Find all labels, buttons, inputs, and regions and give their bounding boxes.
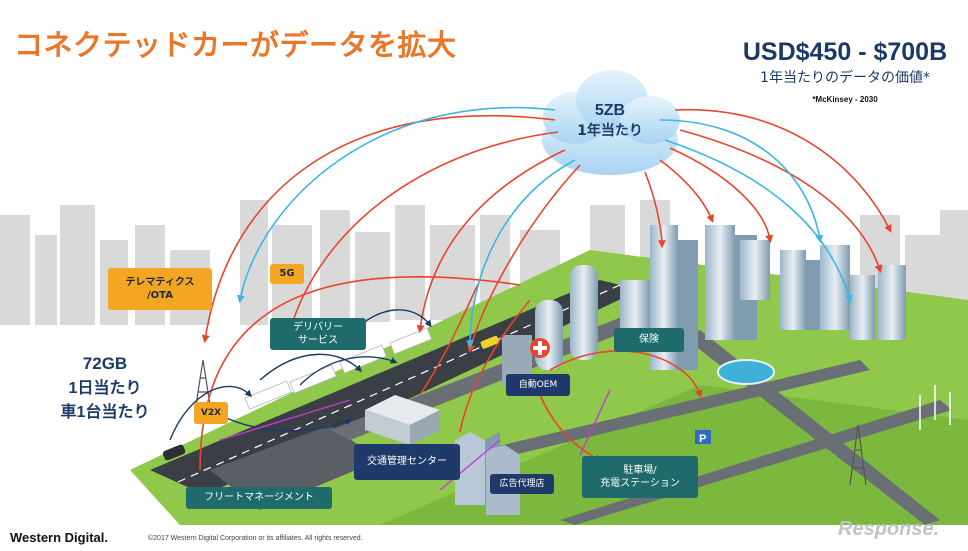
highway <box>150 280 640 495</box>
label-insurance: 保険 <box>614 328 684 352</box>
wind-turbines <box>919 385 951 430</box>
per-car-unit: 車1台当たり <box>60 404 150 421</box>
market-value-caption: 1年当たりのデータの価値* <box>760 70 930 86</box>
watermark: Response. <box>838 518 940 540</box>
company-logo: Western Digital. <box>10 530 109 545</box>
per-car-volume: 72GB <box>82 354 128 373</box>
cell-tower-right <box>849 424 867 486</box>
label-parking-charging: 駐車場/ 充電ステーション <box>582 456 698 498</box>
label-5g: 5G <box>270 264 304 284</box>
cloud-label: 5ZB 1年当たり <box>560 102 660 140</box>
footer <box>0 525 968 551</box>
label-delivery: デリバリー サービス <box>270 318 366 350</box>
label-fleet-management: フリートマネージメント <box>186 487 332 509</box>
label-auto-oem: 自動OEM <box>506 374 570 396</box>
truck-convoy <box>244 327 433 410</box>
parking-sign <box>695 430 711 444</box>
market-value-amount: USD$450 - $700B <box>742 38 948 66</box>
page-title: コネクテッドカーがデータを拡大 <box>14 28 457 62</box>
yellow-car <box>480 335 500 349</box>
per-car-stat: 72GB 1日当たり 車1台当たり <box>50 354 160 422</box>
data-flow-arrows-blue <box>237 106 853 349</box>
label-ad-agency: 広告代理店 <box>490 474 554 494</box>
label-v2x: V2X <box>194 402 228 424</box>
label-telematics: テレマティクス /OTA <box>108 268 212 310</box>
traffic-center-building <box>365 395 440 445</box>
cloud-data-volume: 5ZB <box>594 102 626 119</box>
connected-car <box>162 444 186 461</box>
data-flow-arrows-magenta <box>219 389 611 491</box>
per-car-period: 1日当たり <box>68 380 142 397</box>
skyscraper-cluster <box>620 225 906 370</box>
market-value-block: USD$450 - $700B 1年当たりのデータの価値* *McKinsey … <box>720 38 968 104</box>
svg-text:P: P <box>699 433 706 445</box>
pond <box>717 359 775 385</box>
copyright-text: ©2017 Western Digital Corporation or its… <box>148 535 363 542</box>
v2x-arrows <box>169 309 432 441</box>
cloud-data-period: 1年当たり <box>577 123 643 139</box>
cell-tower-left <box>195 359 211 406</box>
cloud <box>542 70 680 175</box>
market-value-source: *McKinsey - 2030 <box>812 95 878 104</box>
label-traffic-center: 交通管理センター <box>354 444 460 480</box>
